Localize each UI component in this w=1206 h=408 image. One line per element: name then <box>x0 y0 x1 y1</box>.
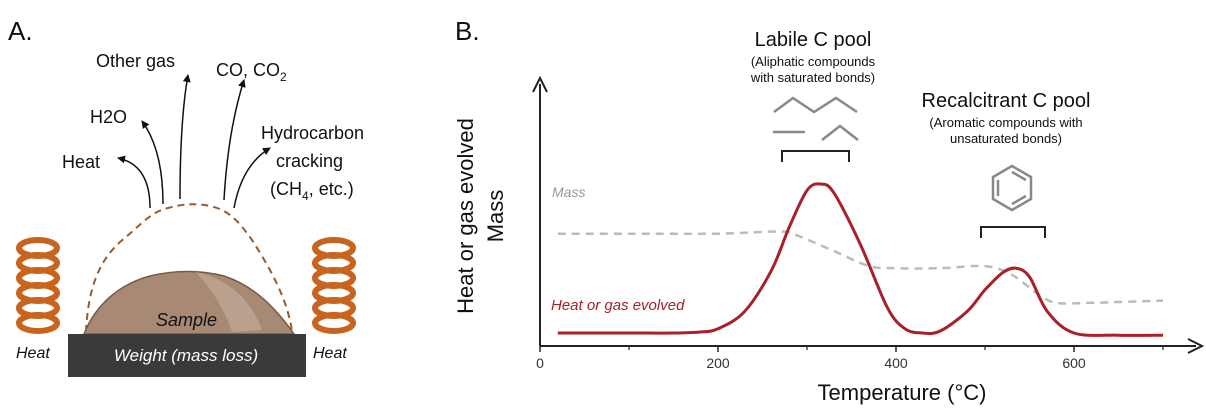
cracking-label: cracking <box>276 151 343 171</box>
h2o-arrow <box>141 120 164 205</box>
coil-left <box>16 237 60 334</box>
x-tick-label: 600 <box>1062 355 1086 371</box>
heat-left-label: Heat <box>16 345 50 362</box>
other-gas-arrow <box>179 74 191 200</box>
hydrocarbon-label: Hydrocarbon <box>261 123 364 143</box>
heat-arrow <box>117 155 151 209</box>
co-arrow <box>223 79 246 201</box>
x-tick-label: 200 <box>706 355 730 371</box>
gas-arrows <box>117 74 271 209</box>
weight-label: Weight (mass loss) <box>114 346 258 365</box>
labile-sub1: (Aliphatic compounds <box>751 54 876 69</box>
heat-right-label: Heat <box>313 345 347 362</box>
chart-axes <box>532 75 1205 354</box>
recalcitrant-sub2: unsaturated bonds) <box>950 131 1062 146</box>
recalcitrant-sub1: (Aromatic compounds with <box>929 115 1082 130</box>
x-tick-label: 0 <box>536 355 544 371</box>
other-gas-label: Other gas <box>96 51 175 71</box>
aliphatic-structure-icon <box>773 96 859 141</box>
h2o-label: H2O <box>90 107 127 127</box>
heat-series-label: Heat or gas evolved <box>551 297 685 314</box>
co-co2-label: CO, CO2 <box>216 60 287 84</box>
labile-sub2: with saturated bonds) <box>750 70 875 85</box>
panel-b-label: B. <box>455 16 480 46</box>
x-ticks: 0 200 400 600 <box>536 346 1164 371</box>
labile-bracket <box>781 150 850 162</box>
series-line-mass <box>557 230 1164 305</box>
x-axis-title: Temperature (°C) <box>818 380 987 405</box>
y-axis-arrow-icon <box>532 75 548 93</box>
gas-cloud-outline <box>85 203 293 333</box>
x-tick-label: 400 <box>884 355 908 371</box>
series-line-heat-gas-evolved <box>557 182 1164 337</box>
hydrocarbon-arrow <box>233 147 271 209</box>
sample-label: Sample <box>156 310 217 330</box>
benzene-ring-icon <box>991 164 1033 212</box>
mass-series-label: Mass <box>552 184 585 200</box>
ch4-label: (CH4, etc.) <box>270 179 354 203</box>
coil-right <box>312 237 356 334</box>
weight-plate <box>68 334 306 377</box>
recalcitrant-title: Recalcitrant C pool <box>922 90 1091 112</box>
labile-title: Labile C pool <box>755 29 872 51</box>
sample-highlight <box>196 272 262 332</box>
y-axis-title-line1: Heat or gas evolved <box>453 118 478 314</box>
panel-a-label: A. <box>8 16 33 46</box>
recalcitrant-bracket <box>980 226 1046 238</box>
heat-gas-label: Heat <box>62 152 100 172</box>
x-axis-arrow-icon <box>1187 338 1205 354</box>
y-axis-title-line2: Mass <box>483 190 508 243</box>
